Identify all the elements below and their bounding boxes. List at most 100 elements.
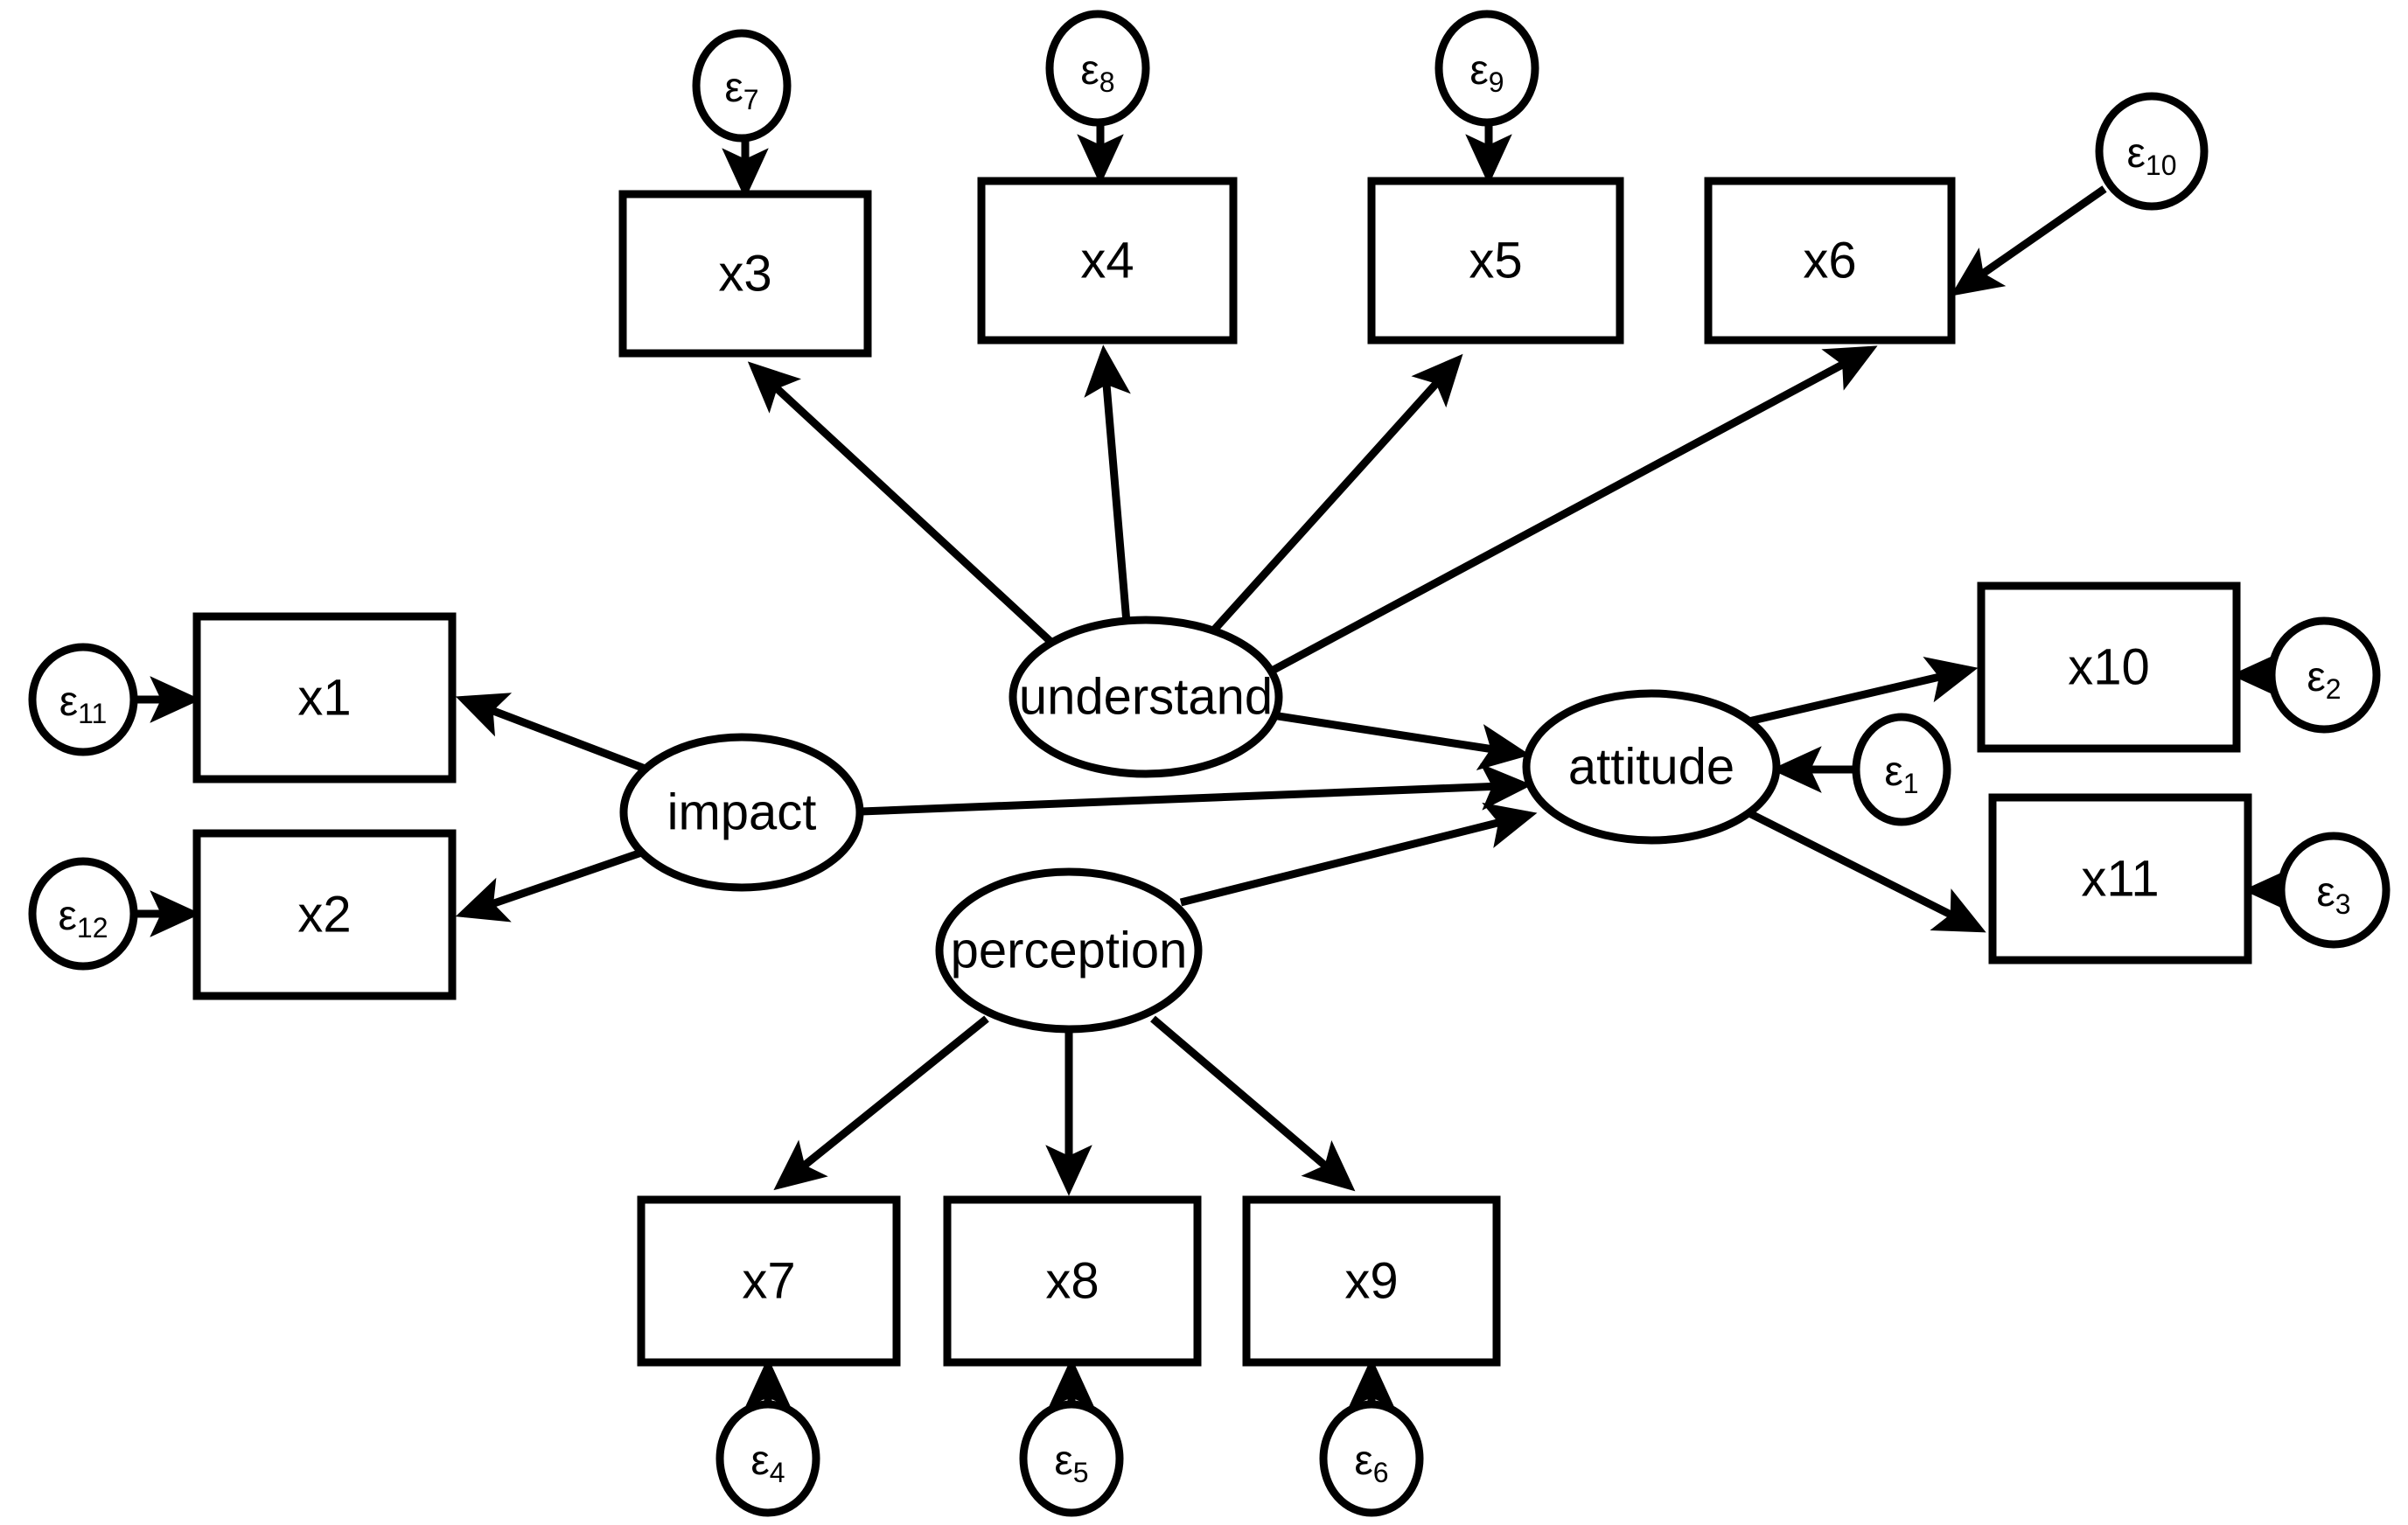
edge-line-understand-x5 — [1205, 353, 1463, 639]
error-term-e2[interactable]: ε2 — [2267, 616, 2381, 734]
error-label-base-e10: ε — [2127, 130, 2146, 177]
indicator-box-x5[interactable] — [1367, 177, 1624, 345]
error-circle-e2[interactable] — [2267, 616, 2381, 734]
indicator-box-x2[interactable] — [192, 829, 457, 1000]
indicator-x8[interactable]: x8 — [943, 1195, 1202, 1367]
indicator-x10[interactable]: x10 — [1977, 581, 2241, 753]
error-term-e11[interactable]: ε11 — [28, 643, 138, 756]
indicator-x5[interactable]: x5 — [1367, 177, 1624, 345]
indicator-x3[interactable]: x3 — [618, 190, 872, 358]
error-label-base-e2: ε — [2307, 654, 2325, 700]
edge-line-attitude-x10 — [1743, 656, 1979, 727]
indicator-box-x7[interactable] — [637, 1195, 901, 1367]
edge-impact-attitude — [860, 763, 1532, 816]
indicator-box-x6[interactable] — [1704, 177, 1956, 345]
error-label-base-e4: ε — [750, 1438, 769, 1484]
edge-line-perception-attitude — [1179, 802, 1538, 907]
error-term-e1[interactable]: ε1 — [1852, 713, 1951, 826]
indicator-x4[interactable]: x4 — [977, 177, 1238, 345]
error-term-e10[interactable]: ε10 — [2095, 92, 2209, 211]
edges-layer — [134, 122, 2294, 1409]
edge-understand-x6 — [1248, 345, 1878, 686]
indicator-box-x8[interactable] — [943, 1195, 1202, 1367]
edge-perception-x7 — [773, 1015, 989, 1191]
error-term-e5[interactable]: ε5 — [1019, 1400, 1124, 1517]
error-term-e4[interactable]: ε4 — [715, 1400, 820, 1517]
indicator-label-x10: x10 — [2068, 639, 2150, 696]
latent-label-perception: perception — [951, 923, 1188, 979]
error-circle-e11[interactable] — [28, 643, 138, 756]
error-circle-e1[interactable] — [1852, 713, 1951, 826]
edge-line-perception-x7 — [773, 1015, 989, 1191]
latent-perception[interactable]: perception — [935, 867, 1203, 1034]
latent-ellipse-understand[interactable] — [1009, 616, 1283, 778]
error-label-subscript-e12: 12 — [77, 912, 108, 944]
error-label-e5: ε5 — [1054, 1438, 1088, 1489]
edge-line-understand-attitude — [1272, 711, 1531, 771]
indicator-label-x8: x8 — [1045, 1253, 1099, 1310]
error-term-e7[interactable]: ε7 — [692, 29, 792, 143]
indicator-label-x11: x11 — [2081, 851, 2159, 908]
indicator-x1[interactable]: x1 — [192, 612, 457, 783]
latent-label-impact: impact — [667, 784, 817, 841]
error-circle-e4[interactable] — [715, 1400, 820, 1517]
error-label-subscript-e5: 5 — [1073, 1457, 1089, 1488]
error-circle-e7[interactable] — [692, 29, 792, 143]
error-term-e3[interactable]: ε3 — [2277, 832, 2391, 949]
error-label-e4: ε4 — [750, 1438, 785, 1489]
latent-attitude[interactable]: attitude — [1522, 689, 1781, 845]
indicator-x2[interactable]: x2 — [192, 829, 457, 1000]
indicator-box-x3[interactable] — [618, 190, 872, 358]
latent-ellipse-impact[interactable] — [619, 733, 864, 892]
indicator-box-x4[interactable] — [977, 177, 1238, 345]
error-label-e6: ε6 — [1354, 1438, 1388, 1489]
error-label-subscript-e4: 4 — [770, 1457, 785, 1488]
error-term-e6[interactable]: ε6 — [1319, 1400, 1424, 1517]
edge-perception-attitude — [1179, 802, 1538, 907]
error-term-e8[interactable]: ε8 — [1045, 10, 1150, 127]
error-label-subscript-e9: 9 — [1489, 66, 1504, 98]
error-label-e10: ε10 — [2127, 130, 2177, 182]
latent-ellipse-perception[interactable] — [935, 867, 1203, 1034]
error-label-base-e9: ε — [1469, 47, 1488, 94]
error-circle-e10[interactable] — [2095, 92, 2209, 211]
indicator-box-x9[interactable] — [1242, 1195, 1501, 1367]
error-label-e7: ε7 — [724, 65, 758, 116]
indicator-x6[interactable]: x6 — [1704, 177, 1956, 345]
error-label-subscript-e7: 7 — [743, 84, 759, 115]
indicator-label-x2: x2 — [297, 887, 351, 944]
edge-line-perception-x9 — [1150, 1015, 1356, 1192]
error-term-e9[interactable]: ε9 — [1434, 10, 1539, 127]
error-circle-e6[interactable] — [1319, 1400, 1424, 1517]
indicator-label-x4: x4 — [1080, 233, 1134, 289]
edge-understand-x3 — [747, 361, 1072, 662]
error-circle-e9[interactable] — [1434, 10, 1539, 127]
indicator-box-x10[interactable] — [1977, 581, 2241, 753]
error-label-base-e7: ε — [724, 65, 743, 111]
indicator-box-x1[interactable] — [192, 612, 457, 783]
error-label-subscript-e6: 6 — [1373, 1457, 1389, 1488]
indicator-label-x9: x9 — [1344, 1253, 1398, 1310]
edge-understand-x4 — [1084, 345, 1131, 623]
edge-line-impact-attitude — [860, 763, 1532, 816]
indicator-box-x11[interactable] — [1988, 793, 2252, 964]
edge-perception-x9 — [1150, 1015, 1356, 1192]
error-circle-e12[interactable] — [28, 857, 138, 971]
error-circle-e5[interactable] — [1019, 1400, 1124, 1517]
edge-e10-x6 — [1950, 185, 2107, 296]
edge-understand-attitude — [1272, 711, 1531, 771]
error-label-subscript-e8: 8 — [1099, 66, 1115, 98]
indicator-x7[interactable]: x7 — [637, 1195, 901, 1367]
indicator-x9[interactable]: x9 — [1242, 1195, 1501, 1367]
edge-impact-x2 — [455, 846, 651, 923]
error-label-base-e6: ε — [1354, 1438, 1372, 1484]
latent-ellipse-attitude[interactable] — [1522, 689, 1781, 845]
latent-understand[interactable]: understand — [1009, 616, 1283, 778]
error-circle-e3[interactable] — [2277, 832, 2391, 949]
latent-impact[interactable]: impact — [619, 733, 864, 892]
edge-line-impact-x1 — [455, 693, 649, 774]
error-circle-e8[interactable] — [1045, 10, 1150, 127]
edge-impact-x1 — [455, 693, 649, 774]
indicator-x11[interactable]: x11 — [1988, 793, 2252, 964]
error-term-e12[interactable]: ε12 — [28, 857, 138, 971]
